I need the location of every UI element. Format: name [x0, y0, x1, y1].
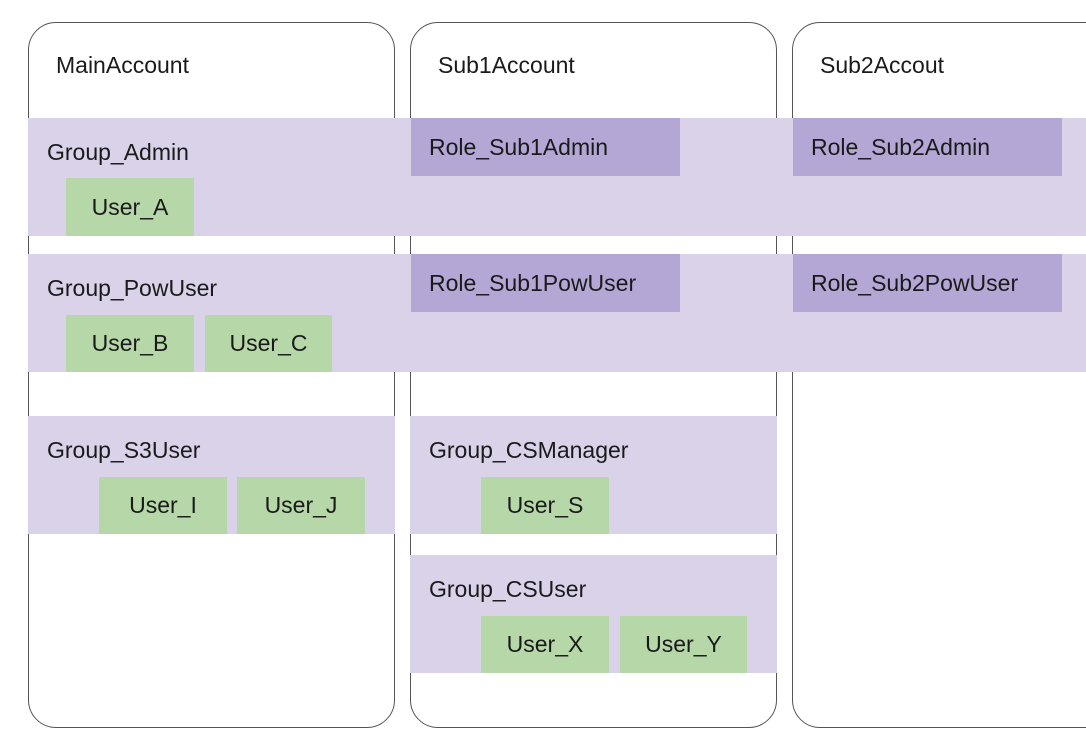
- role-sub1powuser-box: Role_Sub1PowUser: [411, 254, 680, 312]
- account-title-sub1: Sub1Account: [438, 52, 575, 78]
- role-label: Role_Sub1PowUser: [429, 269, 637, 296]
- user-label: User_J: [264, 492, 338, 518]
- user-label: User_C: [229, 330, 308, 356]
- group-csmanager-label: Group_CSManager: [429, 437, 629, 463]
- role-sub1admin-box: Role_Sub1Admin: [411, 118, 680, 176]
- account-title-sub2: Sub2Accout: [820, 52, 945, 78]
- user-label: User_Y: [645, 631, 722, 657]
- user-label: User_S: [506, 492, 584, 518]
- user-box-i: User_I: [99, 477, 227, 534]
- user-box-c: User_C: [205, 315, 332, 372]
- user-label: User_X: [506, 631, 584, 657]
- user-box-a: User_A: [66, 178, 194, 236]
- group-s3user-label: Group_S3User: [47, 437, 201, 463]
- group-admin-label: Group_Admin: [47, 139, 189, 165]
- user-box-y: User_Y: [620, 616, 747, 673]
- user-box-x: User_X: [481, 616, 609, 673]
- role-label: Role_Sub2PowUser: [811, 269, 1019, 296]
- role-label: Role_Sub2Admin: [811, 133, 991, 160]
- group-powuser-label: Group_PowUser: [47, 275, 218, 301]
- role-label: Role_Sub1Admin: [429, 133, 609, 160]
- user-label: User_I: [129, 492, 197, 518]
- group-csuser-label: Group_CSUser: [429, 576, 587, 602]
- user-box-b: User_B: [66, 315, 194, 372]
- account-title-main: MainAccount: [56, 52, 189, 78]
- user-box-s: User_S: [481, 477, 609, 534]
- user-box-j: User_J: [237, 477, 365, 534]
- user-label: User_A: [91, 193, 169, 220]
- user-label: User_B: [91, 330, 169, 356]
- role-sub2admin-box: Role_Sub2Admin: [793, 118, 1062, 176]
- role-sub2powuser-box: Role_Sub2PowUser: [793, 254, 1062, 312]
